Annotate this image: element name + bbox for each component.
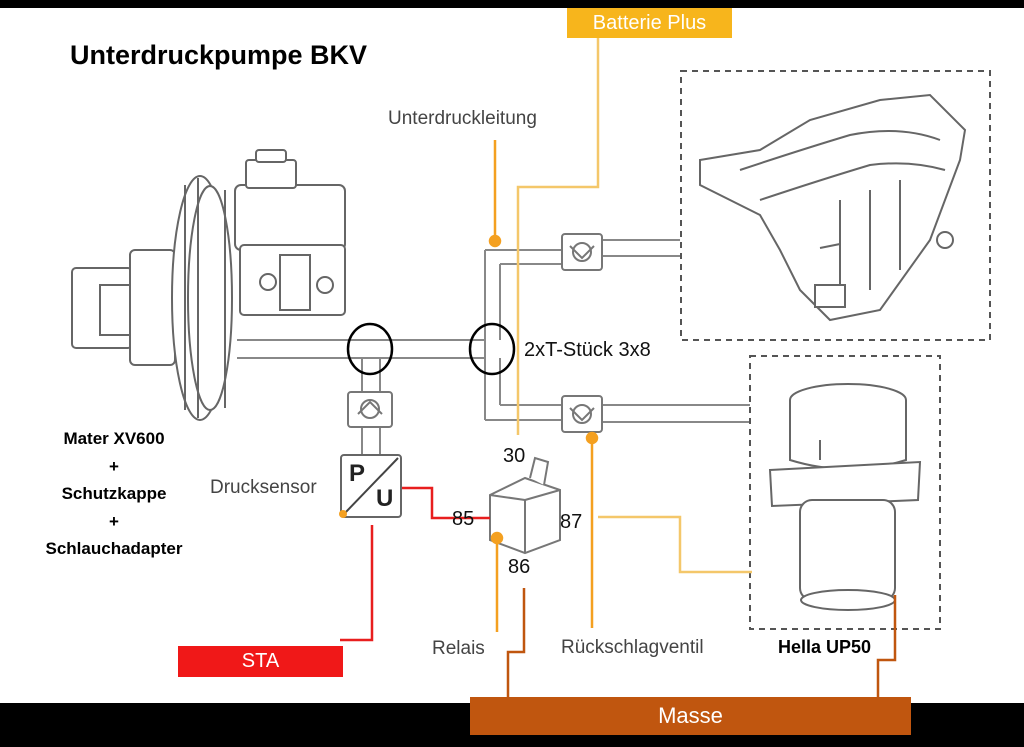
check-valve-upper [561,233,603,271]
page-title: Unterdruckpumpe BKV [70,40,368,70]
vacuum-pump [768,383,922,611]
battery-plus-label: Batterie Plus [567,8,732,38]
pressure-sensor-label: Drucksensor [210,477,317,498]
sensor-p-letter: P [349,460,366,487]
terminal-30: 30 [503,445,526,467]
mater-line: Mater XV600 [63,429,165,448]
terminal-87: 87 [560,511,583,533]
terminal-85: 85 [452,508,475,530]
check-valve-label: Rückschlagventil [561,637,704,658]
sta-label: STA [178,646,343,677]
t-piece-marker-left [346,322,394,376]
wire-sta [340,525,374,642]
wire-86-masse [506,588,526,698]
wires [340,38,897,698]
masse-label: Masse [470,697,911,735]
mater-line: Schutzkappe [61,484,167,503]
master-cylinder [234,149,346,316]
wire-pump-positive [598,515,752,574]
top-black-bar [0,0,1024,8]
terminal-86: 86 [508,556,531,578]
intake-manifold [699,93,967,322]
brake-booster [71,175,233,421]
t-piece-label: 2xT-Stück 3x8 [524,339,651,361]
vacuum-line-label: Unterdruckleitung [388,108,537,129]
wire-pump-masse [876,595,897,698]
pressure-sensor [339,454,402,518]
wire-battery [516,38,600,435]
mater-plus: + [109,511,119,531]
mater-stack: Mater XV600 + Schutzkappe + Schlauchadap… [20,425,208,563]
relay [489,456,561,555]
check-valve-lower [561,395,603,433]
t-piece-marker-right [468,322,516,376]
pointers [488,140,599,632]
relay-label: Relais [432,638,485,659]
pump-model-label: Hella UP50 [778,637,872,657]
check-valve-sensor [347,391,393,428]
manifold-dashed-box [680,70,991,341]
vacuum-line [237,239,750,455]
sensor-u-letter: U [376,485,394,512]
mater-line: Schlauchadapter [45,539,183,558]
mater-plus: + [109,456,119,476]
wire-sensor-85 [402,486,490,520]
